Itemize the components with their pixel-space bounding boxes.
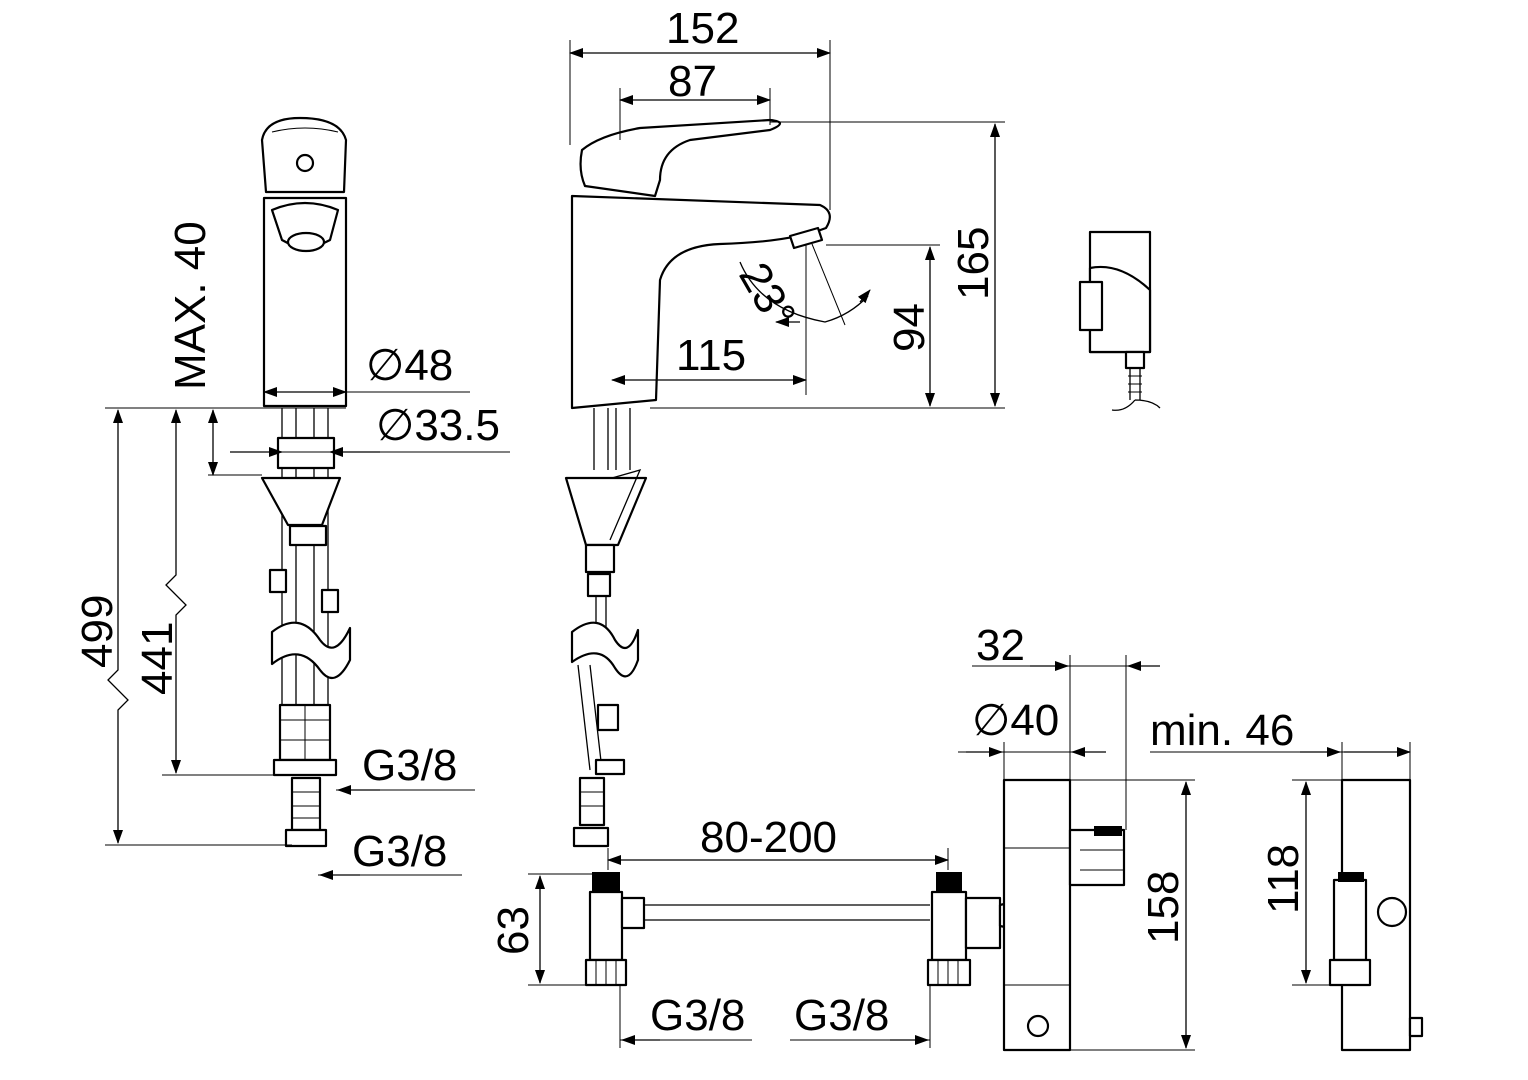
thread-g3-8-right-label: G3/8 xyxy=(794,991,889,1040)
height-165-label: 165 xyxy=(949,227,998,300)
diameter-33-5-label: ∅33.5 xyxy=(376,401,500,450)
height-118-label: 118 xyxy=(1259,844,1308,914)
height-499-label: 499 xyxy=(73,595,122,668)
height-63-label: 63 xyxy=(489,906,538,955)
thread-g3-8-left-label: G3/8 xyxy=(650,991,745,1040)
min-46-label: min. 46 xyxy=(1150,706,1294,755)
width-152-label: 152 xyxy=(666,4,739,53)
height-94-label: 94 xyxy=(885,303,934,352)
width-87-label: 87 xyxy=(668,57,717,106)
angle-23-label: 23° xyxy=(729,255,805,337)
diameter-48-label: ∅48 xyxy=(366,341,453,390)
height-158-label: 158 xyxy=(1139,871,1188,944)
width-115-label: 115 xyxy=(676,331,746,380)
side-view: 152 87 165 94 115 23° xyxy=(564,4,1005,848)
distance-80-200-label: 80-200 xyxy=(700,813,837,862)
width-32-label: 32 xyxy=(976,621,1025,670)
height-441-label: 441 xyxy=(133,622,182,695)
thread-g3-8-upper-label: G3/8 xyxy=(362,741,457,790)
thread-g3-8-lower-label: G3/8 xyxy=(352,827,447,876)
max-40-label: MAX. 40 xyxy=(166,221,215,390)
sensor-module xyxy=(1078,230,1161,411)
front-view: ∅48 ∅33.5 MAX. 40 499 441 G3/8 G3/8 xyxy=(73,116,510,880)
mixer-assembly: 80-200 63 G3/8 G3/8 32 ∅40 158 min. xyxy=(489,621,1424,1052)
diameter-40-label: ∅40 xyxy=(972,696,1059,745)
